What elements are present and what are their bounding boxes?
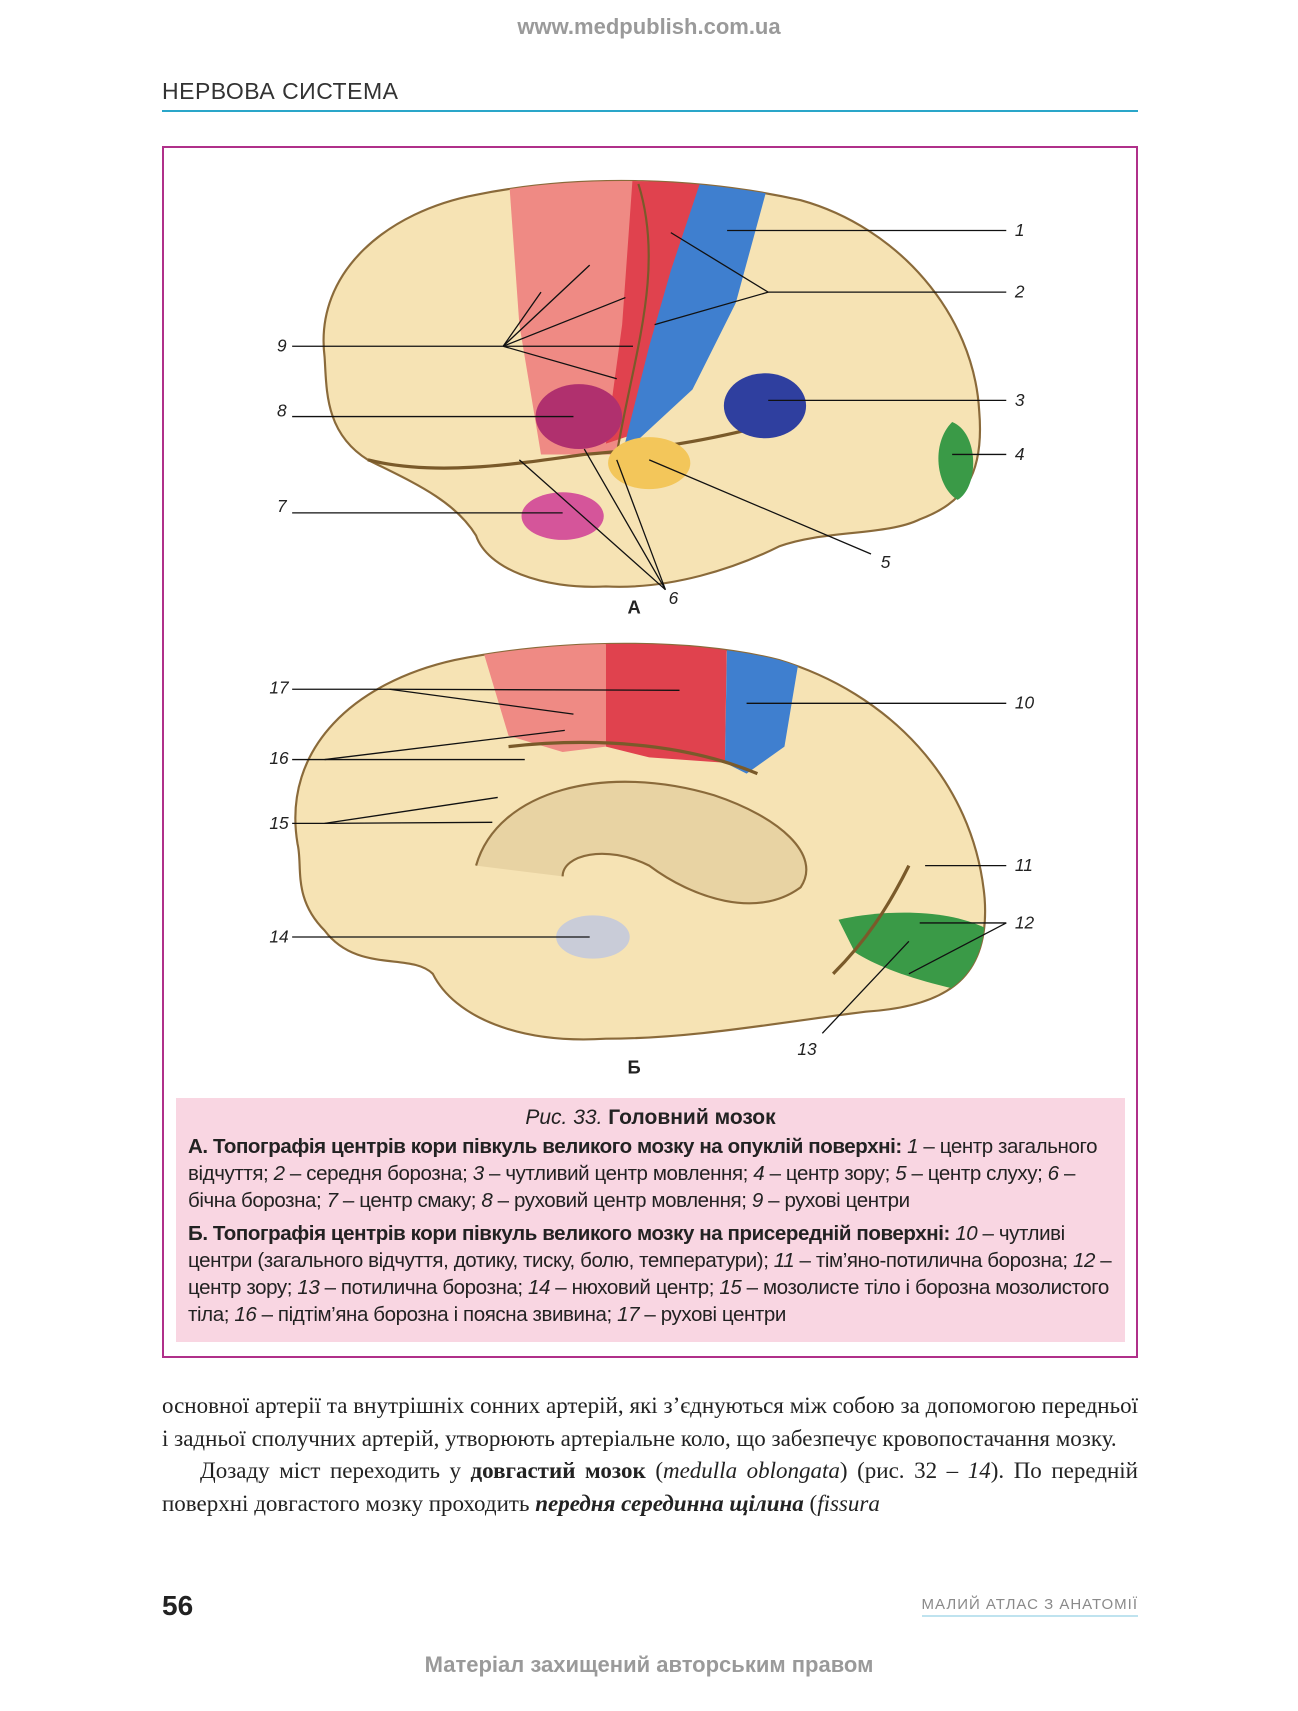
label-3: 3 [1015,390,1025,410]
caption-item-number: 8 [481,1189,493,1212]
running-header: НЕРВОВА СИСТЕМА [162,78,399,104]
panel-a-label: А [628,596,641,617]
caption-item-text: рухові центри [784,1189,910,1212]
sensory-area-b [724,643,801,774]
label-4: 4 [1015,444,1025,464]
caption-item-text: середня борозна [306,1162,463,1185]
caption-item-text: рухові центри [660,1303,787,1326]
label-14: 14 [269,926,288,946]
caption-item-number: 3 [472,1162,484,1185]
caption-item-text: потилична борозна [340,1276,518,1299]
caption-item-text: нюховий центр [571,1276,710,1299]
caption-item-text: центр загального відчуття [188,1135,1098,1185]
label-1: 1 [1015,220,1025,240]
smell-center [556,915,630,959]
figure-title: Головний мозок [608,1106,776,1129]
figure-caption: Рис. 33. Головний мозок А. Топографія це… [176,1098,1125,1342]
sensory-area [622,180,769,455]
label-17: 17 [269,678,290,698]
label-8: 8 [277,401,287,421]
caption-item-number: 5 [895,1162,907,1185]
figure-number: Рис. 33. [525,1106,603,1129]
caption-item-number: 7 [326,1189,338,1212]
caption-item-number: 1 [907,1135,919,1158]
caption-item-text: центр смаку [359,1189,471,1212]
speech-sensory-center [723,373,807,439]
caption-item-number: 11 [773,1249,795,1272]
caption-part-b: Б. Топографія центрів кори півкуль велик… [188,1222,1112,1326]
motor-speech-center [535,384,623,450]
taste-center [521,492,604,540]
caption-item-text: центр слуху [927,1162,1038,1185]
caption-item-number: 16 [234,1303,257,1326]
panel-b-label: Б [628,1056,641,1077]
caption-item-text: центр зору [188,1276,287,1299]
caption-item-text: тім’яно-потилична борозна [815,1249,1063,1272]
brain-medial-view: 10 11 12 13 14 15 16 17 Б [269,642,1035,1077]
label-6: 6 [669,588,679,608]
caption-title: Рис. 33. Головний мозок [188,1104,1113,1131]
caption-item-number: 15 [719,1276,742,1299]
caption-item-text: центр зору [785,1162,885,1185]
caption-item-number: 10 [955,1222,978,1245]
caption-item-text: підтім’яна борозна і поясна звивина [277,1303,607,1326]
vision-center [938,421,974,500]
caption-item-number: 4 [753,1162,765,1185]
paragraph: Дозаду міст переходить у довгастий мозок… [162,1458,1138,1516]
caption-item-number: 12 [1072,1249,1095,1272]
brain-lateral-view: 1 2 3 4 5 6 7 8 9 А [277,179,1025,617]
label-2: 2 [1014,282,1025,302]
caption-part-a: А. Топографія центрів кори півкуль велик… [188,1135,1098,1212]
figure-frame [162,146,1138,1358]
caption-a-heading: А. Топографія центрів кори півкуль велик… [188,1135,902,1158]
copyright-notice: Матеріал захищений авторським правом [424,1652,874,1677]
motor-area-b [605,643,728,763]
motor-area-precentral [605,180,704,444]
label-7: 7 [277,496,288,516]
caption-item-text: чутливі центри (загального відчуття, дот… [188,1222,1065,1272]
label-5: 5 [881,552,891,572]
caption-item-text: бічна борозна [188,1189,317,1212]
vision-center-b [838,912,986,996]
site-url: www.medpublish.com.ua [517,14,781,39]
label-9: 9 [277,336,287,356]
caption-item-number: 14 [527,1276,550,1299]
page-number: 56 [162,1590,194,1621]
leader-lines-b [292,688,1007,1034]
caption-item-number: 9 [751,1189,763,1212]
leader-lines-a [292,229,1007,591]
label-10: 10 [1015,693,1035,713]
caption-item-number: 13 [297,1276,320,1299]
label-11: 11 [1015,855,1033,875]
caption-item-text: чутливий центр мовлення [505,1162,743,1185]
label-12: 12 [1015,912,1035,932]
label-15: 15 [269,813,289,833]
caption-item-number: 2 [273,1162,285,1185]
label-16: 16 [269,748,289,768]
caption-item-number: 6 [1047,1162,1059,1185]
paragraph: основної артерії та внутрішніх сонних ар… [162,1393,1138,1451]
caption-b-heading: Б. Топографія центрів кори півкуль велик… [188,1222,950,1245]
label-13: 13 [797,1039,817,1059]
header-rule [162,110,1138,112]
caption-item-text: руховий центр мовлення [513,1189,742,1212]
body-text: основної артерії та внутрішніх сонних ар… [162,1390,1138,1520]
caption-item-number: 17 [617,1303,640,1326]
book-title: МАЛИЙ АТЛАС З АНАТОМІЇ [921,1596,1138,1617]
caption-item-text: мозолисте тіло і борозна мозолистого тіл… [188,1276,1109,1326]
hearing-center [608,437,691,490]
